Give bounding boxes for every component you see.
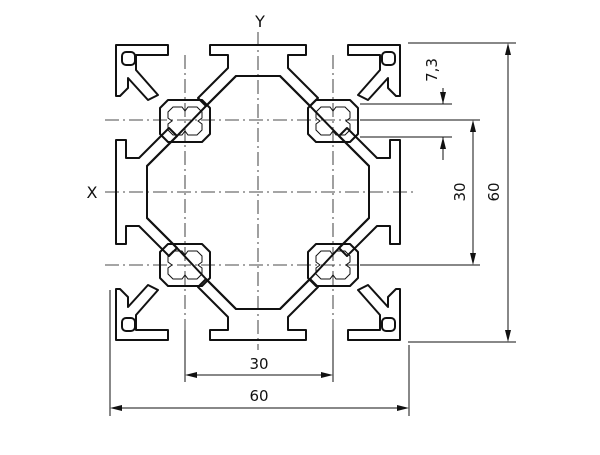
arrowhead (505, 330, 511, 342)
dimension-value: 30 (451, 182, 469, 201)
dimension-slot-width: 7,3 (360, 58, 452, 160)
arrowhead (110, 405, 122, 411)
arrowhead (470, 253, 476, 265)
corner-holes (121, 51, 396, 332)
corner-hole-top-right (381, 51, 396, 66)
dimension-slot-pitch-horizontal: 30 (184, 330, 334, 382)
corner-top-right (347, 44, 401, 101)
dimension-value: 60 (485, 182, 503, 201)
x-axis-label: X (87, 183, 98, 202)
arrowhead (397, 405, 409, 411)
corner-hole-top-left (121, 51, 136, 66)
corner-hole-bottom-right (381, 317, 396, 332)
arrowhead (321, 372, 333, 378)
corner-bottom-left (115, 284, 169, 341)
profile-outer-contour (115, 44, 169, 101)
core-tubes (159, 99, 359, 287)
tube-bottom-left (159, 243, 211, 287)
profile-body (115, 44, 401, 341)
core-outline (146, 75, 370, 310)
dimension-value: 60 (249, 387, 268, 405)
tube-top-left-bore (167, 106, 203, 136)
tube-top-right (307, 99, 359, 143)
dimension-value: 7,3 (423, 58, 441, 82)
tube-bottom-left-bore (167, 250, 203, 280)
dimension-overall-height: 60 (408, 42, 516, 343)
tube-top-left (159, 99, 211, 143)
dimension-slot-pitch-vertical: 30 (360, 119, 480, 266)
arrowhead (185, 372, 197, 378)
tube-bottom-right-bore (315, 250, 351, 280)
dimension-value: 30 (249, 355, 268, 373)
tube-bottom-right (307, 243, 359, 287)
y-axis-label: Y (254, 12, 265, 31)
corner-hole-bottom-left (121, 317, 136, 332)
arrowhead (440, 92, 446, 104)
arrowhead (470, 120, 476, 132)
dimension-overall-width: 60 (109, 290, 410, 416)
arrowhead (505, 43, 511, 55)
corner-bottom-right (347, 284, 401, 341)
tube-top-right-bore (315, 106, 351, 136)
arrowhead (440, 137, 446, 149)
